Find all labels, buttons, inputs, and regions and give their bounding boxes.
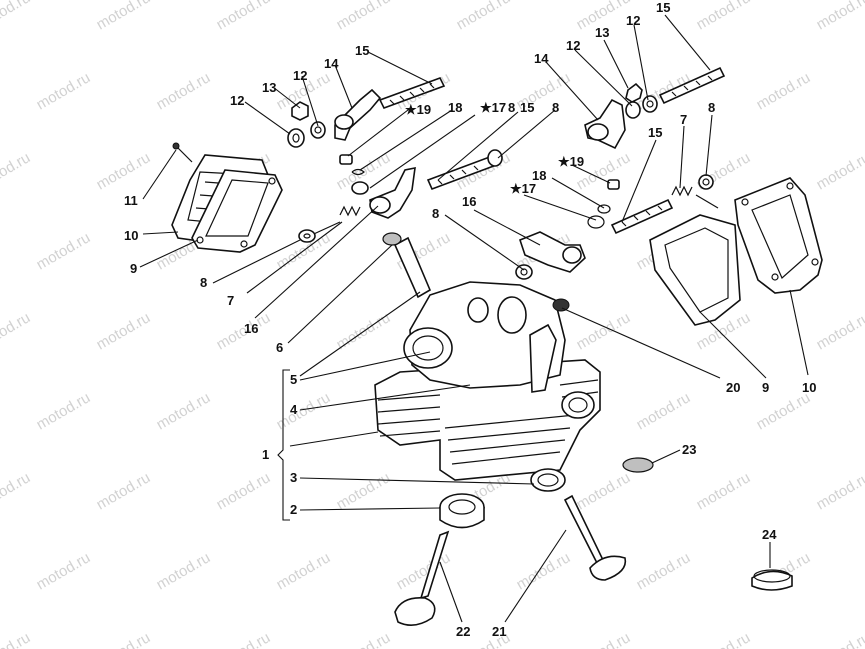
label-23: 23 [682, 442, 696, 457]
watermark-text: motod.ru [814, 469, 865, 513]
right-cover-assembly [649, 177, 823, 326]
watermark-text: motod.ru [574, 469, 634, 513]
watermark-text: motod.ru [814, 149, 865, 193]
bracket-1 [277, 369, 290, 521]
label-14-b: 14 [534, 51, 549, 66]
label-19-a: ★19 [405, 102, 431, 117]
label-6: 6 [276, 340, 283, 355]
tube-6 [382, 232, 432, 299]
watermark-text: motod.ru [694, 629, 754, 649]
watermark-text: motod.ru [274, 549, 334, 593]
watermark-text: motod.ru [334, 629, 394, 649]
label-12-b: 12 [293, 68, 307, 83]
watermark-text: motod.ru [0, 0, 33, 33]
label-8-b: 8 [432, 206, 439, 221]
label-16-right: 16 [462, 194, 476, 209]
label-14-a: 14 [324, 56, 339, 71]
watermark-text: motod.ru [0, 309, 33, 353]
callout-labels: 1 2 3 4 5 6 7 7 8 8 8 8 8 9 9 10 10 11 1… [124, 0, 816, 639]
watermark-text: motod.ru [34, 69, 94, 113]
watermark-text: motod.ru [214, 629, 274, 649]
watermark-text: motod.ru [814, 0, 865, 33]
label-17-b: ★17 [510, 181, 536, 196]
watermark-text: motod.ru [214, 469, 274, 513]
left-cover-assembly [171, 142, 283, 253]
label-12-c: 12 [566, 38, 580, 53]
label-3: 3 [290, 470, 297, 485]
label-1: 1 [262, 447, 269, 462]
watermark-text: motod.ru [454, 0, 514, 33]
watermark-text: motod.ru [334, 469, 394, 513]
label-10-left: 10 [124, 228, 138, 243]
label-22: 22 [456, 624, 470, 639]
label-10-right: 10 [802, 380, 816, 395]
watermark-text: motod.ru [0, 469, 33, 513]
label-15-c: 15 [656, 0, 670, 15]
label-8-c: 8 [552, 100, 559, 115]
label-17-a: ★17 [480, 100, 506, 115]
label-19-b: ★19 [558, 154, 584, 169]
watermark-text: motod.ru [814, 629, 865, 649]
label-24: 24 [762, 527, 777, 542]
watermark-text: motod.ru [34, 229, 94, 273]
watermark-text: motod.ru [0, 629, 33, 649]
watermark-text: motod.ru [214, 0, 274, 33]
watermark-text: motod.ru [34, 389, 94, 433]
label-18-a: 18 [448, 100, 462, 115]
watermark-text: motod.ru [334, 0, 394, 33]
label-20: 20 [726, 380, 740, 395]
watermark-text: motod.ru [574, 629, 634, 649]
label-8-e: 8 [508, 100, 515, 115]
label-9-left: 9 [130, 261, 137, 276]
label-7-left: 7 [227, 293, 234, 308]
watermark-text: motod.ru [94, 149, 154, 193]
label-4: 4 [290, 402, 298, 417]
left-rocker-assembly [287, 77, 503, 243]
watermark-text: motod.ru [34, 549, 94, 593]
watermark-text: motod.ru [634, 389, 694, 433]
label-9-right: 9 [762, 380, 769, 395]
label-18-b: 18 [532, 168, 546, 183]
watermark-text: motod.ru [634, 549, 694, 593]
watermark-text: motod.ru [0, 149, 33, 193]
watermark-text: motod.ru [394, 549, 454, 593]
cylinder-head [374, 281, 601, 481]
watermark-text: motod.ru [574, 309, 634, 353]
watermark-text: motod.ru [154, 69, 214, 113]
label-13-b: 13 [595, 25, 609, 40]
label-21: 21 [492, 624, 506, 639]
watermark-text: motod.ru [694, 469, 754, 513]
watermark-text: motod.ru [514, 549, 574, 593]
watermark-text: motod.ru [694, 0, 754, 33]
watermark-text: motod.ru [94, 309, 154, 353]
valve-parts [394, 457, 793, 626]
label-2: 2 [290, 502, 297, 517]
label-11: 11 [124, 193, 138, 208]
label-5: 5 [290, 372, 297, 387]
label-16-left: 16 [244, 321, 258, 336]
o-ring-20 [552, 298, 570, 312]
label-8-a: 8 [200, 275, 207, 290]
watermark-text: motod.ru [154, 389, 214, 433]
label-12-d: 12 [626, 13, 640, 28]
label-7-right: 7 [680, 112, 687, 127]
label-15-a: 15 [355, 43, 369, 58]
watermark-text: motod.ru [754, 389, 814, 433]
watermark-text: motod.ru [154, 549, 214, 593]
watermark-text: motod.ru [94, 469, 154, 513]
watermark-text: motod.ru [94, 0, 154, 33]
label-13-a: 13 [262, 80, 276, 95]
label-8-d: 8 [708, 100, 715, 115]
watermark-text: motod.ru [814, 309, 865, 353]
watermark-text: motod.ru [754, 69, 814, 113]
right-rocker-assembly [515, 66, 726, 280]
watermark-text: motod.ru [94, 629, 154, 649]
label-15-d: 15 [648, 125, 662, 140]
label-15-b: 15 [520, 100, 534, 115]
leader-lines [139, 14, 809, 623]
label-12-a: 12 [230, 93, 244, 108]
